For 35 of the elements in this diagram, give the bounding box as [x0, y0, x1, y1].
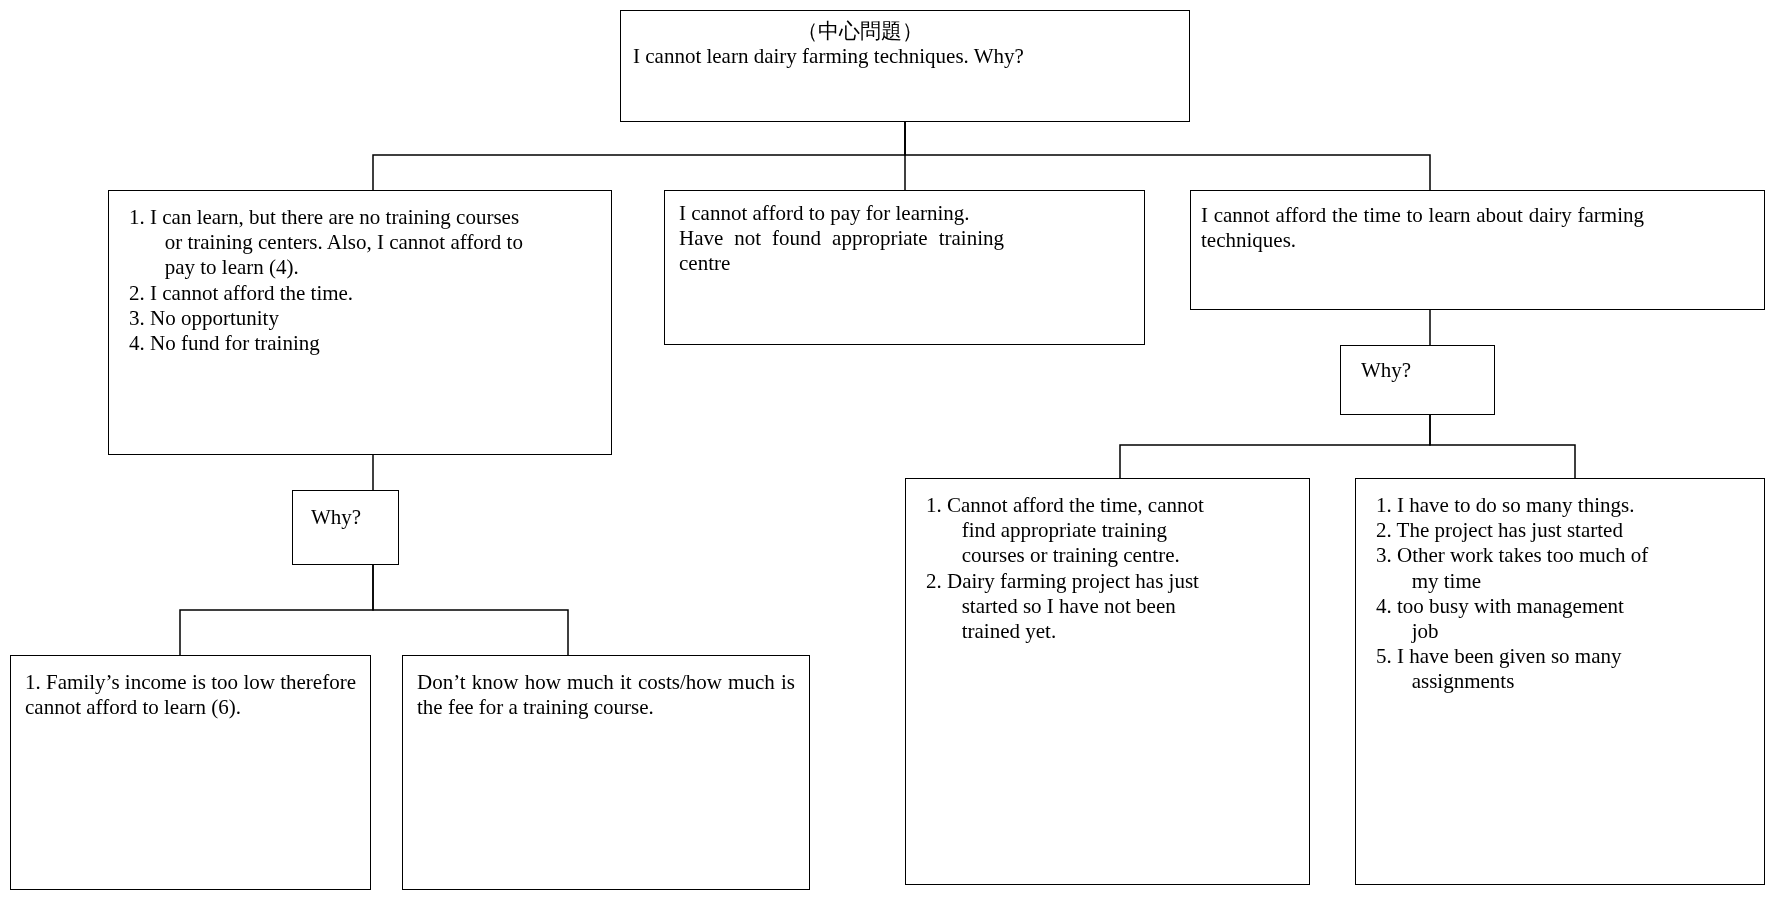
list-item: 1. Cannot afford the time, cannot find appropriate training courses or training centre. — [926, 493, 1205, 569]
text-box — [1190, 190, 1765, 310]
box-text: I cannot afford the time to learn about dairy farming techniques. — [1201, 203, 1644, 254]
text-box — [10, 655, 371, 890]
list-item: 4. too busy with management job — [1376, 593, 1625, 645]
text-box — [905, 478, 1310, 885]
text-box — [664, 190, 1145, 345]
box-text: I cannot learn dairy farming techniques. Why? — [633, 44, 1025, 70]
box-text: Don’t know how much it costs/how much is the fee for a training course. — [417, 670, 795, 721]
question-box — [292, 490, 399, 565]
connector-line — [1429, 414, 1576, 479]
connector-line — [1429, 309, 1431, 346]
question-box — [1340, 345, 1495, 415]
connector-line — [904, 121, 1431, 191]
box-text: Why? — [311, 505, 363, 531]
connector-line — [372, 454, 374, 491]
list-item: 2. Dairy farming project has just started so I have not been trained yet. — [926, 568, 1200, 645]
text-box — [108, 190, 612, 455]
box-text: Why? — [1361, 358, 1413, 384]
box-text: Have not found appropriate training centre — [679, 226, 1004, 277]
box-text: I cannot afford to pay for learning. — [679, 201, 971, 227]
list-item: 4. No fund for training — [129, 330, 321, 357]
text-box — [402, 655, 810, 890]
list-item: 1. I can learn, but there are no training courses or training centers. Also, I cannot afford to pay to learn (4). — [129, 205, 524, 281]
list-item: 5. I have been given so many assignments — [1376, 644, 1623, 695]
heading: （中心問題） — [796, 19, 924, 45]
list-item: 2. The project has just started — [1376, 518, 1624, 544]
connector-line — [372, 564, 569, 656]
list-item: 3. Other work takes too much of my time — [1376, 543, 1650, 594]
list-item: 1. I have to do so many things. — [1376, 493, 1636, 519]
box-text: 1. Family’s income is too low therefore cannot afford to learn (6). — [25, 670, 356, 721]
text-box — [1355, 478, 1765, 885]
list-item: 2. I cannot afford the time. — [129, 280, 355, 306]
list-item: 3. No opportunity — [129, 305, 280, 331]
text-box — [620, 10, 1190, 122]
